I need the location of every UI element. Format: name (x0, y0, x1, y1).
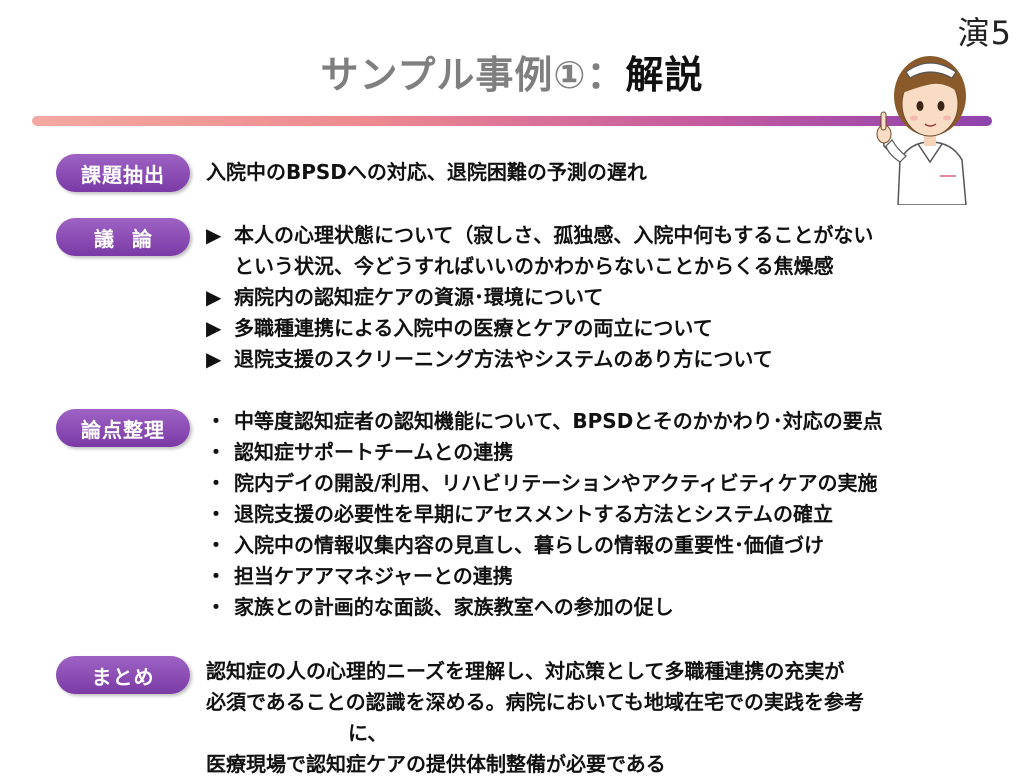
arrow-marker-icon: ▶ (206, 347, 222, 371)
slide-number: 演5 (957, 14, 1012, 52)
issue-text: 入院中のBPSDへの対応、退院困難の予測の遅れ (206, 157, 1006, 188)
nurse-illustration (876, 56, 967, 205)
arrow-marker-icon: ▶ (206, 223, 222, 247)
page-title: サンプル事例①：解説 (0, 44, 1024, 99)
points-item: ・家族との計画的な面談、家族教室への参加の促し (206, 592, 1006, 623)
summary-line: 医療現場で認知症ケアの提供体制整備が必要である (206, 752, 666, 776)
arrow-marker-icon: ▶ (206, 285, 222, 309)
points-item: ・担当ケアアマネジャーとの連携 (206, 561, 1006, 592)
summary-line: に、 (348, 721, 388, 745)
title-accent: 解説 (625, 53, 704, 97)
bullet-icon: ・ (206, 533, 226, 557)
label-discussion: 議論 (56, 218, 190, 256)
discussion-item-continued: という状況、今どうすればいいのかわからないことからくる焦燥感 (234, 254, 834, 278)
discussion-item: ▶多職種連携による入院中の医療とケアの両立について (206, 313, 1006, 344)
bullet-icon: ・ (206, 564, 226, 588)
label-summary: まとめ (56, 656, 190, 694)
points-item: ・院内デイの開設/利用、リハビリテーションやアクティビティケアの実施 (206, 468, 1006, 499)
points-item: ・認知症サポートチームとの連携 (206, 437, 1006, 468)
arrow-marker-icon: ▶ (206, 316, 222, 340)
bullet-icon: ・ (206, 502, 226, 526)
points-item: ・入院中の情報収集内容の見直し、暮らしの情報の重要性･価値づけ (206, 530, 1006, 561)
title-prefix: サンプル事例①： (320, 53, 626, 97)
title-divider (32, 116, 992, 126)
label-points: 論点整理 (56, 409, 190, 447)
bullet-icon: ・ (206, 471, 226, 495)
points-item: ・中等度認知症者の認知機能について、BPSDとそのかかわり･対応の要点 (206, 406, 1006, 437)
summary-line: 認知症の人の心理的ニーズを理解し、対応策として多職種連携の充実が (206, 659, 845, 683)
bullet-icon: ・ (206, 595, 226, 619)
issue-line: 入院中のBPSDへの対応、退院困難の予測の遅れ (206, 160, 647, 184)
discussion-item: ▶本人の心理状態について（寂しさ、孤独感、入院中何もすることがない (206, 220, 1006, 251)
bullet-icon: ・ (206, 409, 226, 433)
points-list: ・中等度認知症者の認知機能について、BPSDとそのかかわり･対応の要点 ・認知症… (206, 406, 1006, 623)
bullet-icon: ・ (206, 440, 226, 464)
points-item: ・退院支援の必要性を早期にアセスメントする方法とシステムの確立 (206, 499, 1006, 530)
label-issue: 課題抽出 (56, 154, 190, 192)
discussion-item: ▶病院内の認知症ケアの資源･環境について (206, 282, 1006, 313)
summary-line: 必須であることの認識を深める。病院においても地域在宅での実践を参考 (206, 690, 864, 714)
summary-text: 認知症の人の心理的ニーズを理解し、対応策として多職種連携の充実が 必須であること… (206, 656, 1006, 780)
discussion-list: ▶本人の心理状態について（寂しさ、孤独感、入院中何もすることがない という状況、… (206, 220, 1006, 375)
discussion-item: ▶退院支援のスクリーニング方法やシステムのあり方について (206, 344, 1006, 375)
